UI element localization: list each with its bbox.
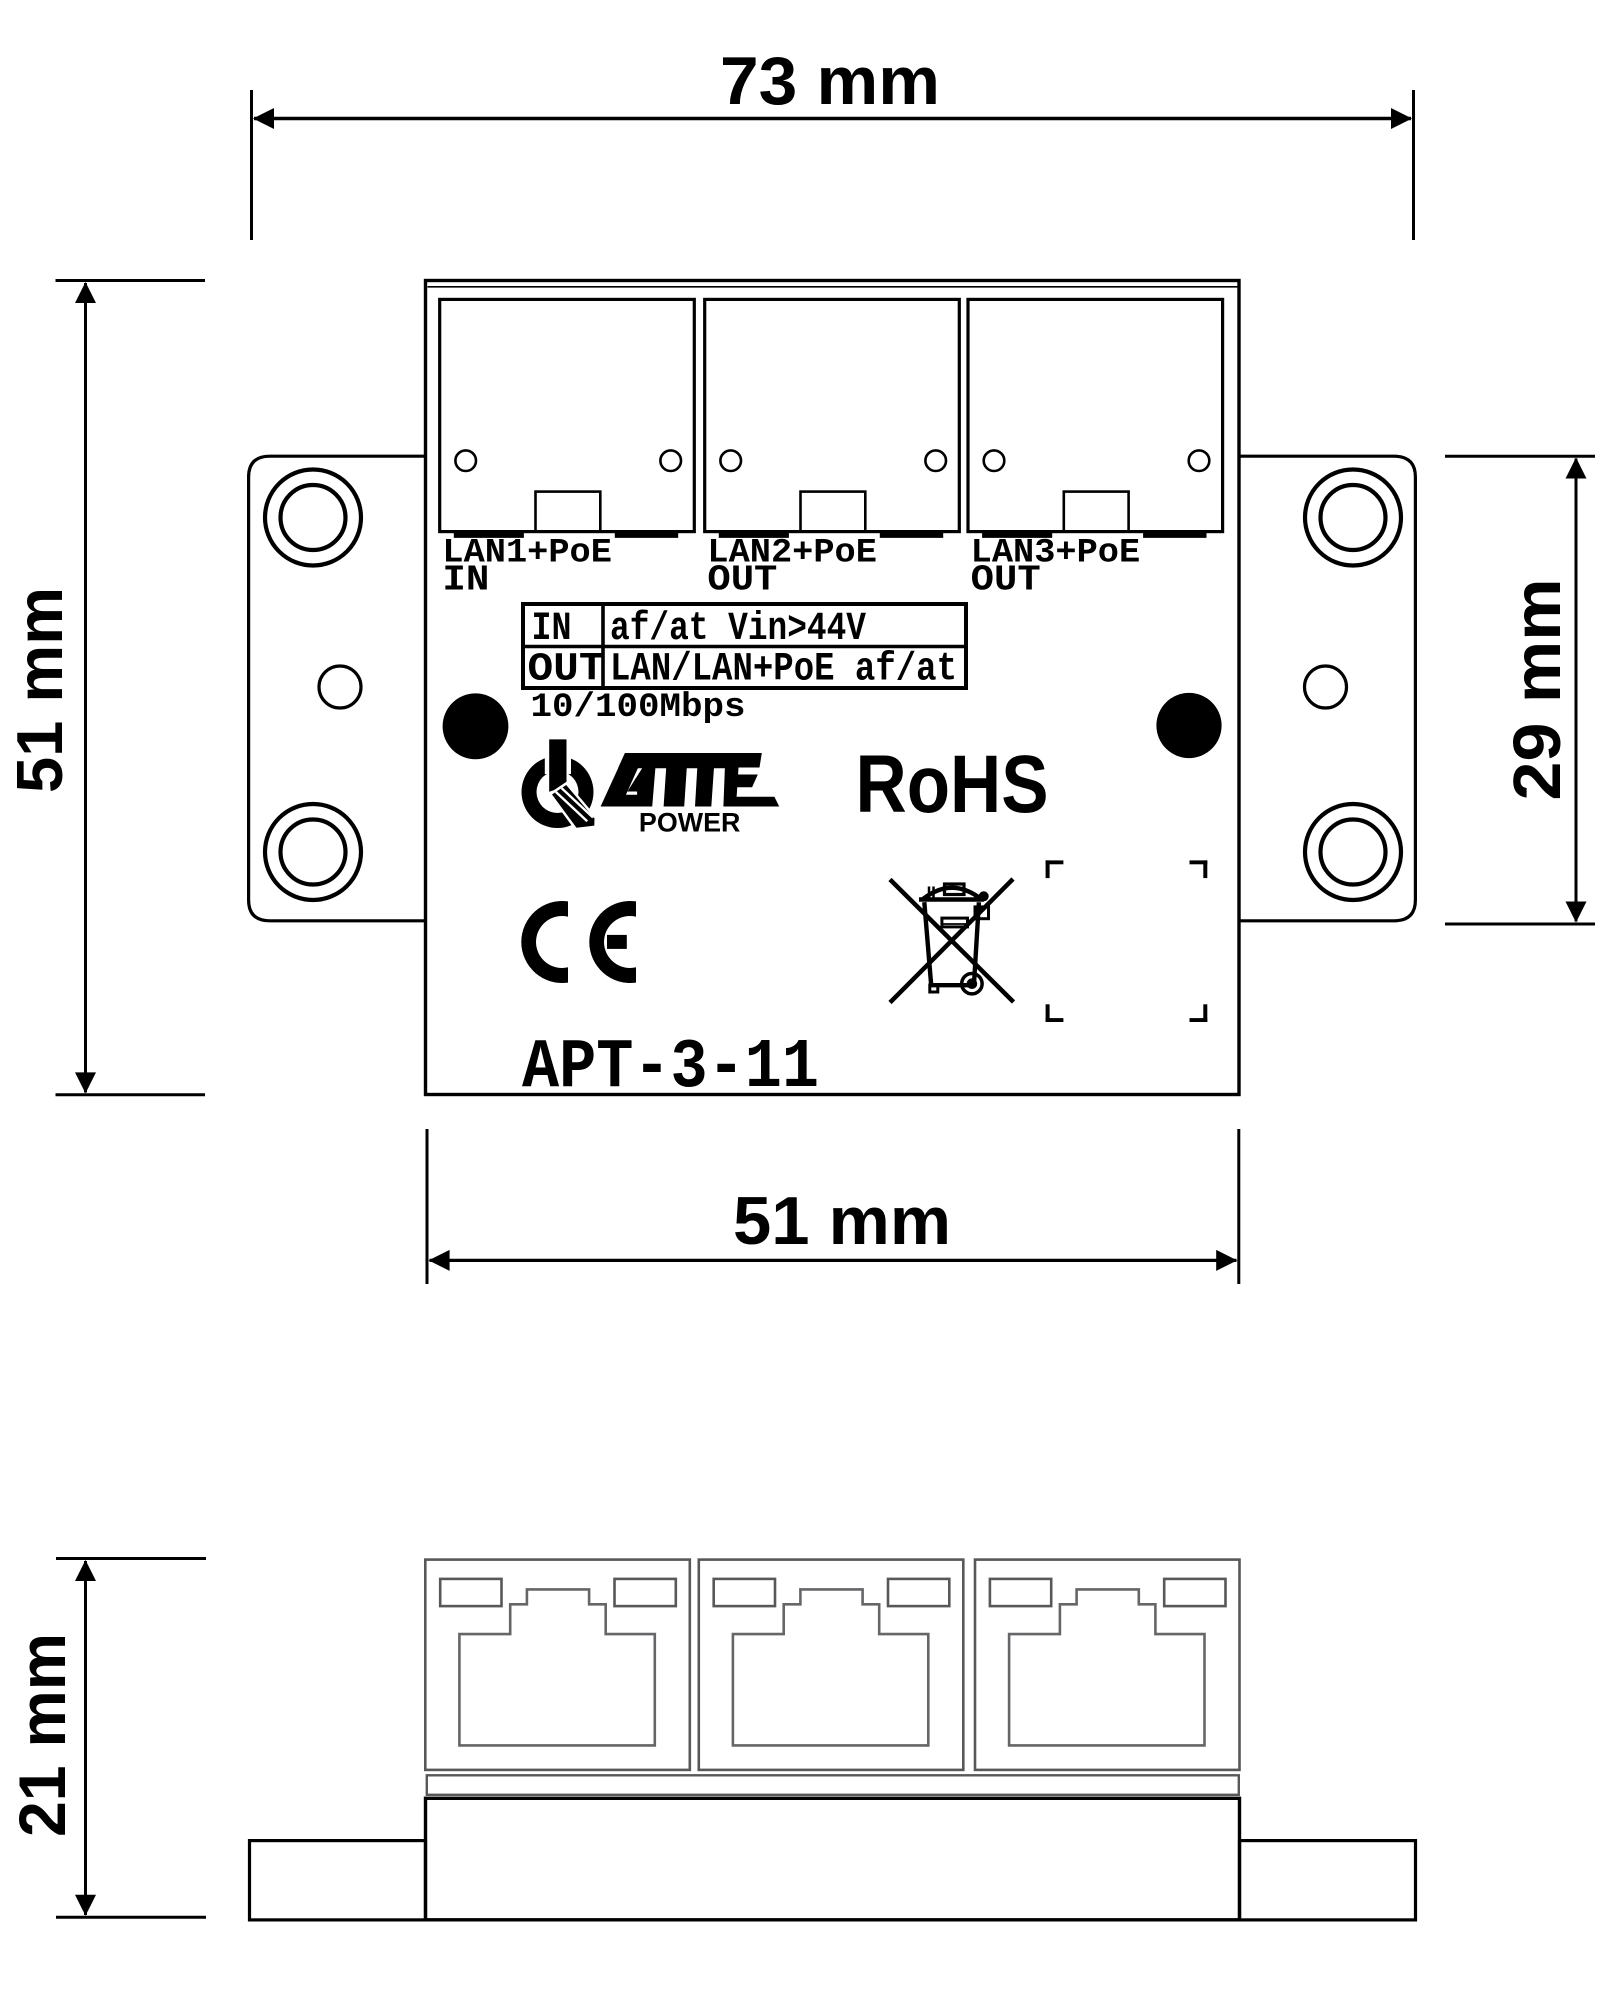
svg-text:IN: IN	[442, 560, 489, 601]
svg-text:LAN2+PoE: LAN2+PoE	[707, 535, 877, 573]
svg-text:10/100Mbps: 10/100Mbps	[531, 689, 746, 727]
svg-text:21 mm: 21 mm	[5, 1633, 79, 1837]
svg-text:29 mm: 29 mm	[1500, 579, 1575, 801]
svg-text:OUT: OUT	[707, 560, 777, 601]
svg-text:73 mm: 73 mm	[720, 43, 940, 119]
svg-text:POWER: POWER	[639, 808, 741, 838]
svg-text:LAN1+PoE: LAN1+PoE	[442, 535, 612, 573]
svg-text:APT-3-11: APT-3-11	[522, 1029, 819, 1108]
svg-text:LAN/LAN+PoE af/at: LAN/LAN+PoE af/at	[610, 648, 957, 693]
svg-text:LAN3+PoE: LAN3+PoE	[971, 535, 1140, 573]
svg-text:IN: IN	[532, 607, 572, 652]
svg-text:51 mm: 51 mm	[3, 587, 76, 793]
svg-text:OUT: OUT	[971, 560, 1041, 601]
svg-text:51 mm: 51 mm	[733, 1183, 951, 1259]
svg-text:af/at Vin>44V: af/at Vin>44V	[610, 607, 866, 652]
svg-text:RoHS: RoHS	[856, 739, 1049, 830]
svg-text:OUT: OUT	[528, 648, 605, 693]
